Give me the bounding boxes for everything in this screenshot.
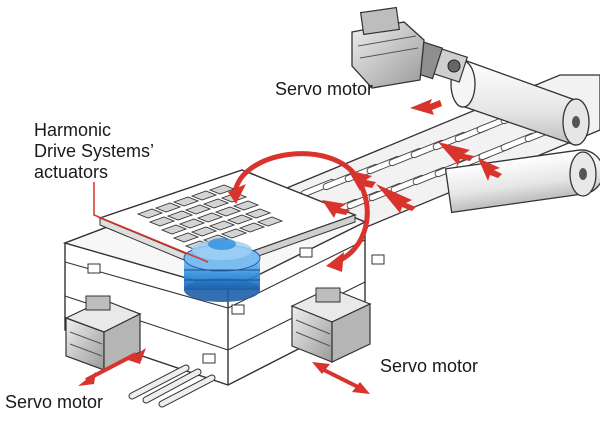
harmonic-drive-label-line-2: Drive Systems’ xyxy=(34,141,155,161)
harmonic-drive-label-line-3: actuators xyxy=(34,162,109,182)
actuator-leader-line xyxy=(93,182,209,263)
left-motor-translation-arrow xyxy=(78,348,146,386)
belt-motion-arrows xyxy=(322,99,502,218)
harmonic-drive-label: Harmonic Drive Systems’ actuators xyxy=(34,120,154,183)
servo-motor-label-top: Servo motor xyxy=(275,79,374,99)
top-servo-motor xyxy=(351,6,469,89)
right-servo-motor xyxy=(290,287,372,363)
right-motor-translation-arrow xyxy=(312,362,370,394)
harmonic-drive-actuator xyxy=(183,238,261,302)
servo-motor-label-left: Servo motor xyxy=(5,392,104,412)
servo-motor-label-right: Servo motor xyxy=(380,356,479,376)
cables xyxy=(128,364,216,408)
harmonic-drive-label-line-1: Harmonic xyxy=(34,120,112,140)
